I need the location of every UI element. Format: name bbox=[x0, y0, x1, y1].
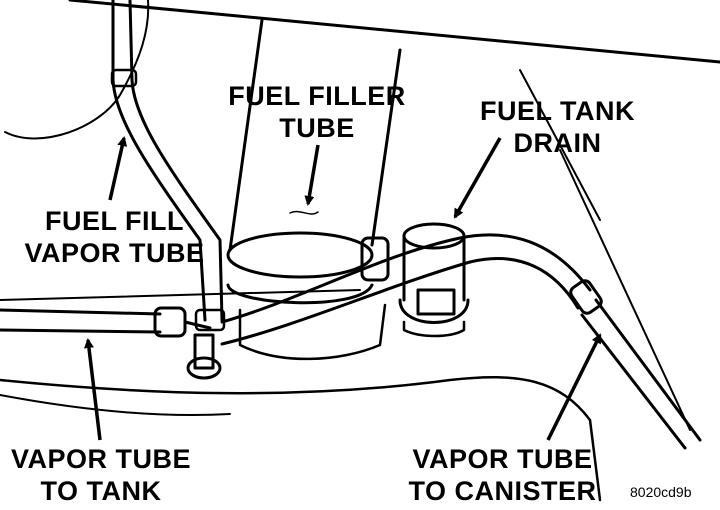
vapor-fitting bbox=[186, 356, 222, 380]
label-line: FUEL FILL bbox=[45, 206, 184, 236]
filler-tube-right bbox=[370, 48, 402, 247]
label-vapor-tube-to-canister: VAPOR TUBE TO CANISTER bbox=[395, 443, 610, 507]
tank-bottom-contour bbox=[0, 375, 602, 502]
filler-center-mark bbox=[289, 210, 319, 215]
label-line: TO TANK bbox=[40, 476, 162, 506]
filler-tube-flange bbox=[226, 283, 374, 305]
label-vapor-tube-to-tank: VAPOR TUBE TO TANK bbox=[6, 443, 196, 507]
label-fuel-tank-drain: FUEL TANK DRAIN bbox=[470, 95, 645, 159]
figure-code: 8020cd9b bbox=[630, 484, 692, 500]
arrow-vapor-tube-to-canister bbox=[546, 333, 602, 441]
label-line: VAPOR TUBE bbox=[412, 444, 593, 474]
label-line: FUEL TANK bbox=[480, 96, 635, 126]
fill-vapor-tube-a bbox=[111, 0, 207, 322]
drain-base bbox=[398, 298, 470, 324]
filler-tube-left bbox=[228, 18, 264, 252]
arrow-fuel-filler-tube bbox=[304, 144, 320, 206]
filler-tube-base bbox=[238, 303, 387, 361]
label-fuel-filler-tube: FUEL FILLER TUBE bbox=[222, 80, 412, 144]
canister-hose-bottom bbox=[220, 257, 580, 346]
vapor-fitting-stem bbox=[193, 333, 215, 370]
vapor-tube-canister-b bbox=[580, 313, 687, 450]
vapor-tube-tank-run bbox=[183, 320, 212, 330]
vapor-tube-tank-top bbox=[0, 308, 162, 316]
arrow-vapor-tube-to-tank bbox=[83, 338, 102, 441]
arrow-fuel-fill-vapor-tube bbox=[108, 136, 128, 201]
drain-base-lower bbox=[402, 320, 466, 338]
body-panel-edge bbox=[68, 0, 720, 64]
drain-plug bbox=[416, 288, 456, 316]
tank-lower-contour bbox=[0, 394, 231, 417]
tank-right-edge-inner bbox=[519, 69, 601, 221]
label-line: VAPOR TUBE bbox=[24, 238, 205, 268]
label-line: DRAIN bbox=[513, 128, 602, 158]
tank-right-edge bbox=[559, 149, 691, 431]
body-panel-curve bbox=[4, 0, 150, 140]
vapor-tube-canister-a bbox=[594, 298, 702, 442]
label-line: TUBE bbox=[279, 113, 355, 143]
label-line: VAPOR TUBE bbox=[10, 444, 191, 474]
strap-line bbox=[0, 289, 361, 301]
arrow-fuel-tank-drain bbox=[453, 137, 502, 219]
canister-hose-top bbox=[220, 233, 592, 324]
fill-vapor-coupler bbox=[110, 68, 138, 88]
canister-hose-coupler bbox=[569, 279, 603, 315]
label-line: TO CANISTER bbox=[408, 476, 597, 506]
filler-tube-neck bbox=[226, 231, 374, 279]
fill-vapor-tube-b bbox=[128, 0, 224, 322]
label-line: FUEL FILLER bbox=[228, 81, 406, 111]
vapor-tube-tank-bottom bbox=[0, 328, 162, 334]
drain-cap-body bbox=[402, 234, 466, 302]
label-fuel-fill-vapor-tube: FUEL FILL VAPOR TUBE bbox=[22, 205, 207, 269]
